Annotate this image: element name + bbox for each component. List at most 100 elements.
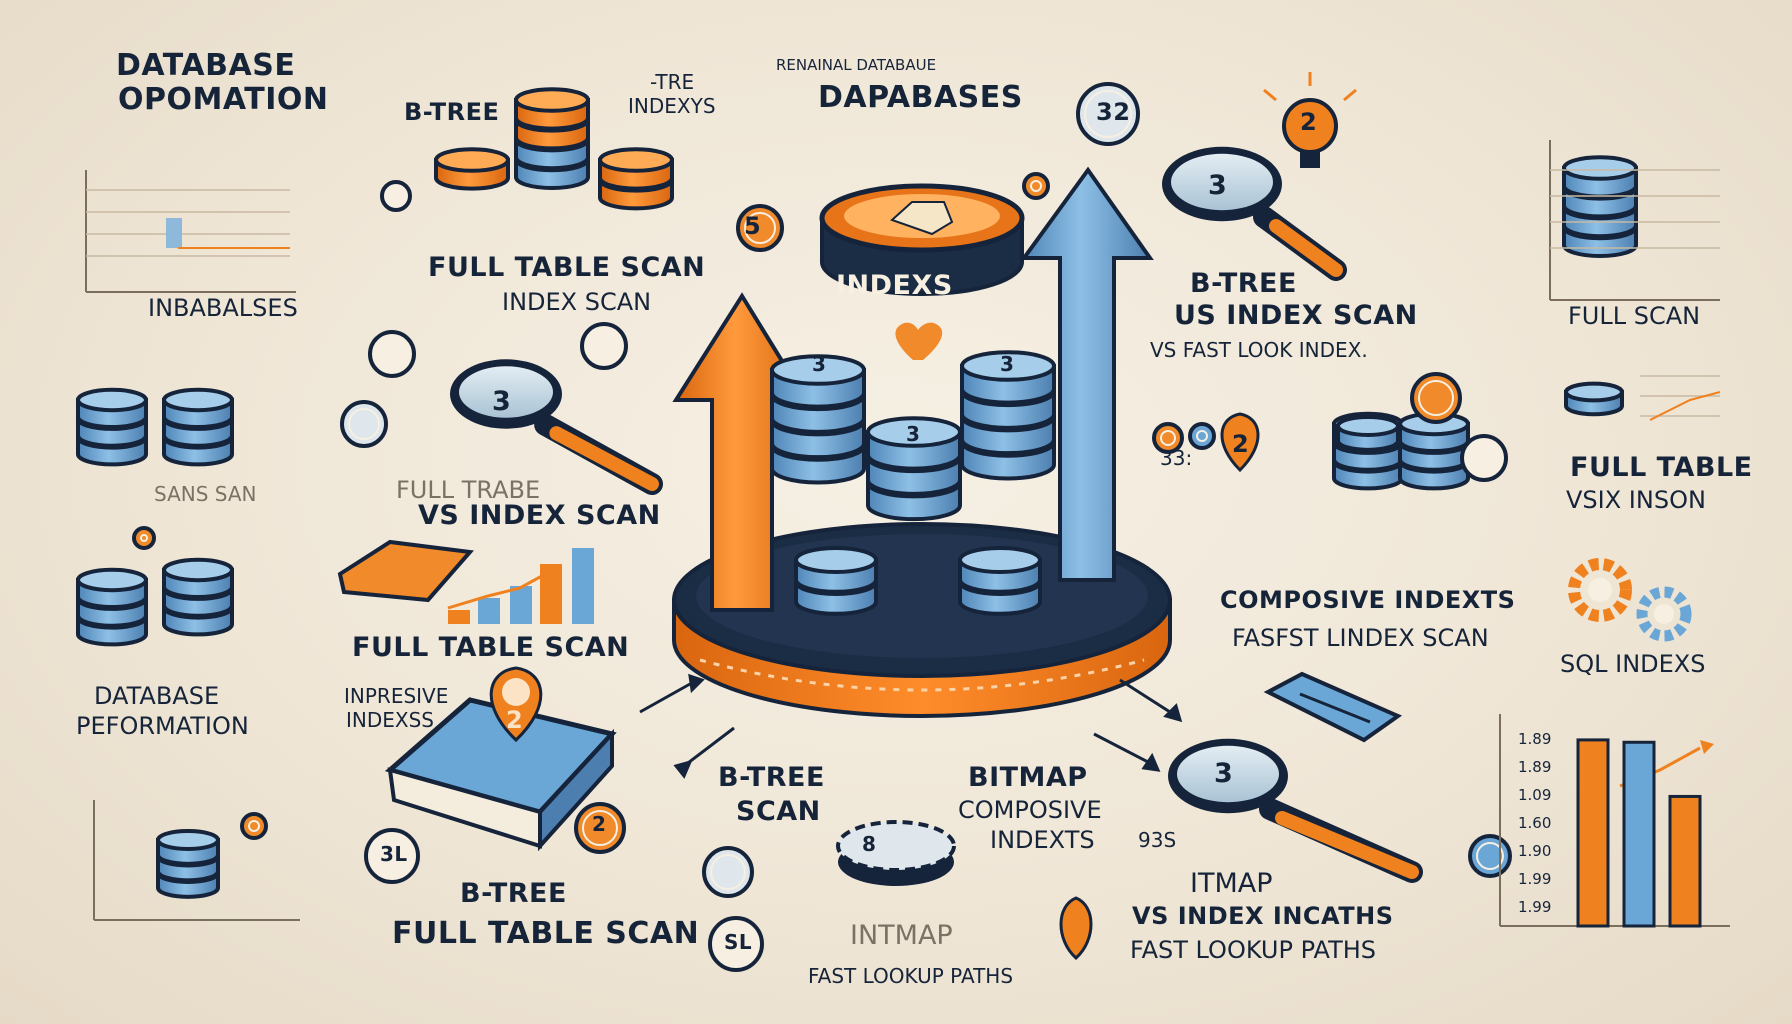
full-table-right-line1: FULL TABLE	[1570, 452, 1753, 483]
vs-fast-look-label: VS FAST LOOK INDEX.	[1150, 338, 1368, 362]
coin-icon	[380, 180, 412, 212]
database-stack-icon	[866, 416, 962, 522]
badge-3-magnifier: 3	[1208, 170, 1228, 201]
mini-line-chart-left	[85, 170, 296, 293]
coin-icon	[1410, 372, 1462, 424]
title-left-line2: OPOMATION	[118, 82, 329, 117]
chart-ytick-6: 1.99	[1518, 898, 1552, 916]
badge-32: 32	[1096, 98, 1131, 126]
database-stack-icon	[770, 354, 866, 485]
badge-3-bottom-magnifier: 3	[1214, 758, 1234, 789]
database-stack-icon	[76, 567, 148, 647]
sql-indexs-label: SQL INDEXS	[1560, 650, 1706, 678]
mini-panel-bottom-left	[93, 800, 300, 921]
heart-icon	[895, 322, 943, 360]
badge-2-book: 2	[592, 812, 607, 836]
chart-ytick-3: 1.60	[1518, 814, 1552, 832]
coin-icon	[240, 812, 268, 840]
chart-ytick-1: 1.89	[1518, 758, 1552, 776]
coin-icon	[580, 322, 628, 370]
tre-label: -TRE	[650, 70, 695, 94]
badge-3-stack-right: 3	[1000, 352, 1015, 376]
coin-icon	[340, 400, 388, 448]
coin-icon	[708, 916, 764, 972]
badge-8: 8	[862, 832, 877, 856]
bar-chart-bottom-right	[1499, 714, 1730, 928]
database-stack-icon	[958, 546, 1042, 616]
gear-icon	[1636, 586, 1692, 642]
badge-sl: SL	[724, 930, 753, 954]
bitmap-line3: INDEXTS	[990, 826, 1095, 854]
chart-ytick-4: 1.90	[1518, 842, 1552, 860]
location-pin-icon	[1220, 412, 1260, 473]
index-scan-label-1: INDEX SCAN	[502, 288, 652, 316]
database-stack-icon	[794, 546, 878, 616]
badge-5: 5	[744, 212, 762, 240]
database-performation-line2: PEFORMATION	[76, 712, 249, 740]
magnifier-icon	[450, 359, 663, 495]
database-stack-icon	[1564, 381, 1624, 417]
chart-ytick-2: 1.09	[1518, 786, 1552, 804]
fast-lookup-paths-label-1: FAST LOOKUP PATHS	[808, 964, 1014, 988]
badge-2-book-pin: 2	[506, 706, 524, 734]
fasfst-lindex-scan-label: FASFST LINDEX SCAN	[1232, 624, 1489, 652]
database-stack-icon	[598, 147, 674, 211]
database-stack-icon	[162, 557, 234, 637]
coin-icon	[364, 828, 420, 884]
database-stack-icon	[76, 387, 148, 467]
gear-disc-icon	[836, 820, 956, 886]
coin-icon	[1076, 82, 1140, 146]
btree-bottom-line2: FULL TABLE SCAN	[392, 916, 700, 951]
book-icon	[384, 697, 617, 852]
inpresive-label: INPRESIVE	[344, 684, 449, 708]
badge-2-pin: 2	[1232, 430, 1250, 458]
badge-93s: 93S	[1138, 828, 1177, 852]
database-stack-icon	[162, 387, 234, 467]
coin-icon	[1188, 422, 1216, 450]
magnifier-icon	[1168, 738, 1423, 883]
intmap-label: INTMAP	[850, 920, 953, 951]
bar-chart-icon	[337, 539, 594, 624]
itmap-line1: ITMAP	[1190, 868, 1273, 899]
central-platform	[672, 522, 1172, 718]
database-stack-icon	[514, 87, 590, 190]
coin-icon	[1468, 834, 1512, 878]
chart-bar-0	[1576, 738, 1610, 928]
btree-top-label: B-TREE	[404, 98, 500, 126]
badge-2-bulb: 2	[1300, 108, 1318, 136]
location-pin-icon	[1059, 896, 1093, 961]
full-table-scan-label-1: FULL TABLE SCAN	[428, 252, 706, 283]
full-table-right-line2: VSIX INSON	[1566, 486, 1706, 514]
vs-index-scan-label: VS INDEX SCAN	[418, 500, 661, 531]
database-stack-icon	[1562, 155, 1638, 258]
badge-3l: 3L	[380, 842, 408, 866]
coin-icon	[1460, 434, 1508, 482]
renainal-label: RENAINAL DATABAUE	[776, 56, 937, 74]
coin-icon	[702, 846, 754, 898]
chart-ytick-0: 1.89	[1518, 730, 1552, 748]
database-stack-icon	[1336, 415, 1400, 452]
indexys-label: INDEXYS	[628, 94, 716, 118]
full-trabe-label: FULL TRABE	[396, 476, 541, 504]
database-stack-icon	[960, 350, 1056, 481]
title-left-line1: DATABASE	[116, 48, 296, 83]
chart-bar-2	[1668, 794, 1702, 928]
mini-line-chart-mid-right	[1640, 375, 1721, 421]
central-index-disc	[819, 183, 1025, 296]
indexs-center-label: INDEXS	[836, 270, 953, 301]
coin-icon	[736, 204, 784, 252]
itmap-line2: VS INDEX INCATHS	[1132, 902, 1394, 930]
coin-icon	[574, 802, 626, 854]
badge-3-left-magnifier: 3	[492, 386, 512, 417]
dapabases-label: DAPABASES	[818, 80, 1023, 115]
database-stack-icon	[434, 147, 510, 191]
pointer-arrows	[639, 673, 1183, 779]
us-index-scan-label: US INDEX SCAN	[1174, 300, 1418, 331]
card-icon	[1263, 671, 1403, 743]
composive-indexts-label: COMPOSIVE INDEXTS	[1220, 586, 1516, 614]
database-stack-icon	[1398, 411, 1470, 491]
indexss-label: INDEXSS	[346, 708, 434, 732]
inbabalses-label: INBABALSES	[148, 294, 298, 322]
badge-3-stack-mid: 3	[906, 422, 921, 446]
